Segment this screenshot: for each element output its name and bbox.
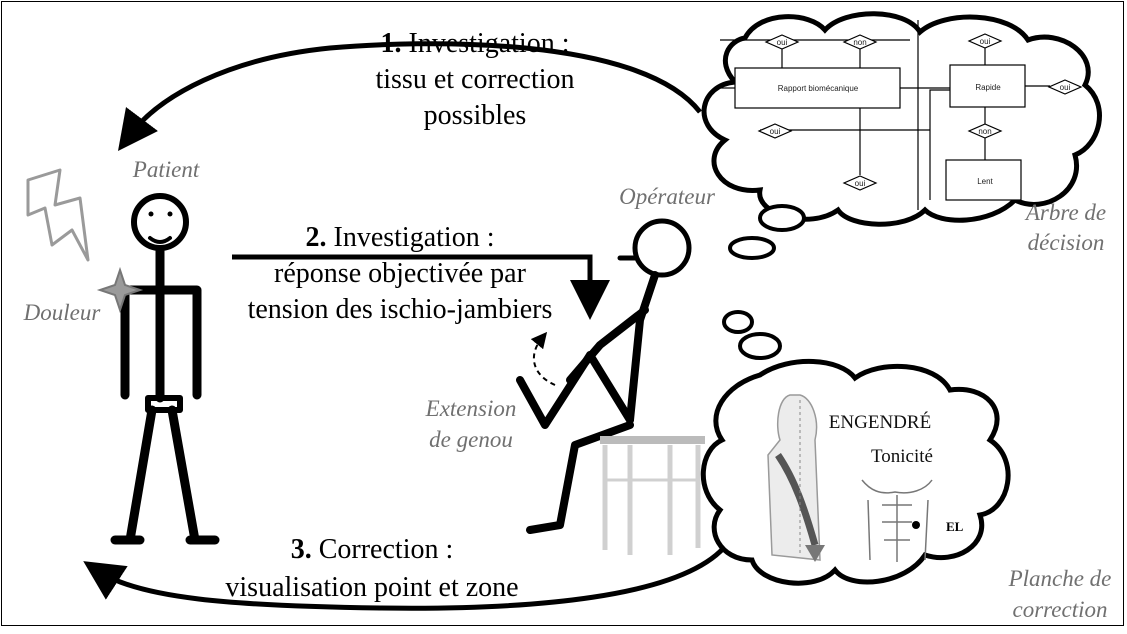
svg-text:2. Investigation :: 2. Investigation : (306, 222, 495, 253)
label-planche-2: correction (1013, 597, 1108, 622)
step-1-line-2: possibles (424, 100, 527, 131)
tree-diamond-non-1: non (853, 38, 866, 47)
lightning-bolt-icon (26, 168, 90, 262)
step-1-title: Investigation : (409, 28, 570, 59)
step-3-title: Correction : (319, 534, 454, 565)
operator-extended-leg (516, 351, 594, 429)
label-arbre-2: décision (1028, 230, 1105, 255)
svg-text:1. Investigation :: 1. Investigation : (381, 28, 570, 59)
tree-node-rapide: Rapide (975, 83, 1001, 92)
abdomen-figure (861, 479, 933, 562)
tree-diamond-oui-2: oui (980, 37, 991, 46)
arrow-investigation-2 (232, 254, 610, 320)
patient-leg-left (125, 405, 157, 545)
label-douleur: Douleur (23, 300, 102, 325)
board-engendre: ENGENDRÉ (829, 411, 931, 433)
tree-diamond-oui-3: oui (1060, 83, 1071, 92)
spine-figure (767, 394, 825, 562)
label-patient: Patient (132, 157, 200, 182)
operator-torso (626, 271, 659, 424)
pain-star-icon (96, 266, 144, 314)
step-1-line-1: tissu et correction (375, 64, 574, 95)
step-2-title: Investigation : (334, 222, 495, 253)
tree-diamond-oui-1: oui (777, 38, 788, 47)
stool (600, 436, 705, 555)
tree-node-lent: Lent (977, 177, 993, 186)
step-2-line-2: tension des ischio-jambiers (248, 294, 553, 325)
operator-head (632, 218, 692, 278)
step-2-line-1: réponse objectivée par (274, 258, 527, 289)
label-extension-1: Extension (425, 396, 517, 421)
patient-arm-right (155, 285, 202, 400)
label-operateur: Opérateur (619, 184, 716, 209)
label-extension-2: de genou (429, 427, 513, 452)
tree-node-rapport: Rapport biomécanique (778, 84, 859, 93)
tree-diamond-oui-4: oui (770, 127, 781, 136)
step-3-line-1: visualisation point et zone (225, 572, 518, 603)
tree-diamond-oui-5: oui (855, 179, 866, 188)
arrow-investigation-1 (117, 41, 702, 151)
correction-board-cloud (700, 310, 1011, 586)
decision-tree-cloud: Rapport biomécanique Rapide Lent oui non… (701, 11, 1102, 260)
board-tonicite: Tonicité (871, 446, 933, 467)
tree-diamond-non-2: non (978, 127, 991, 136)
operator-figure (516, 218, 692, 534)
svg-text:3. Correction :: 3. Correction : (291, 534, 454, 565)
patient-leg-right (167, 405, 200, 545)
board-el: EL (946, 519, 964, 534)
operator-upper-leg (586, 351, 634, 424)
step-1-text: 1. Investigation : tissu et correction p… (375, 28, 574, 131)
step-1-number: 1. (381, 28, 402, 59)
patient-pelvis (145, 395, 183, 413)
label-arbre-1: Arbre de (1024, 200, 1106, 225)
step-3-number: 3. (291, 534, 312, 565)
label-planche-1: Planche de (1008, 566, 1112, 591)
knee-extension-arrow (530, 331, 556, 386)
arrow-correction-3 (83, 538, 733, 611)
operator-other-leg (526, 421, 634, 534)
step-2-number: 2. (306, 222, 327, 253)
step-2-text: 2. Investigation : réponse objectivée pa… (248, 222, 553, 325)
step-3-text: 3. Correction : visualisation point et z… (225, 534, 518, 603)
